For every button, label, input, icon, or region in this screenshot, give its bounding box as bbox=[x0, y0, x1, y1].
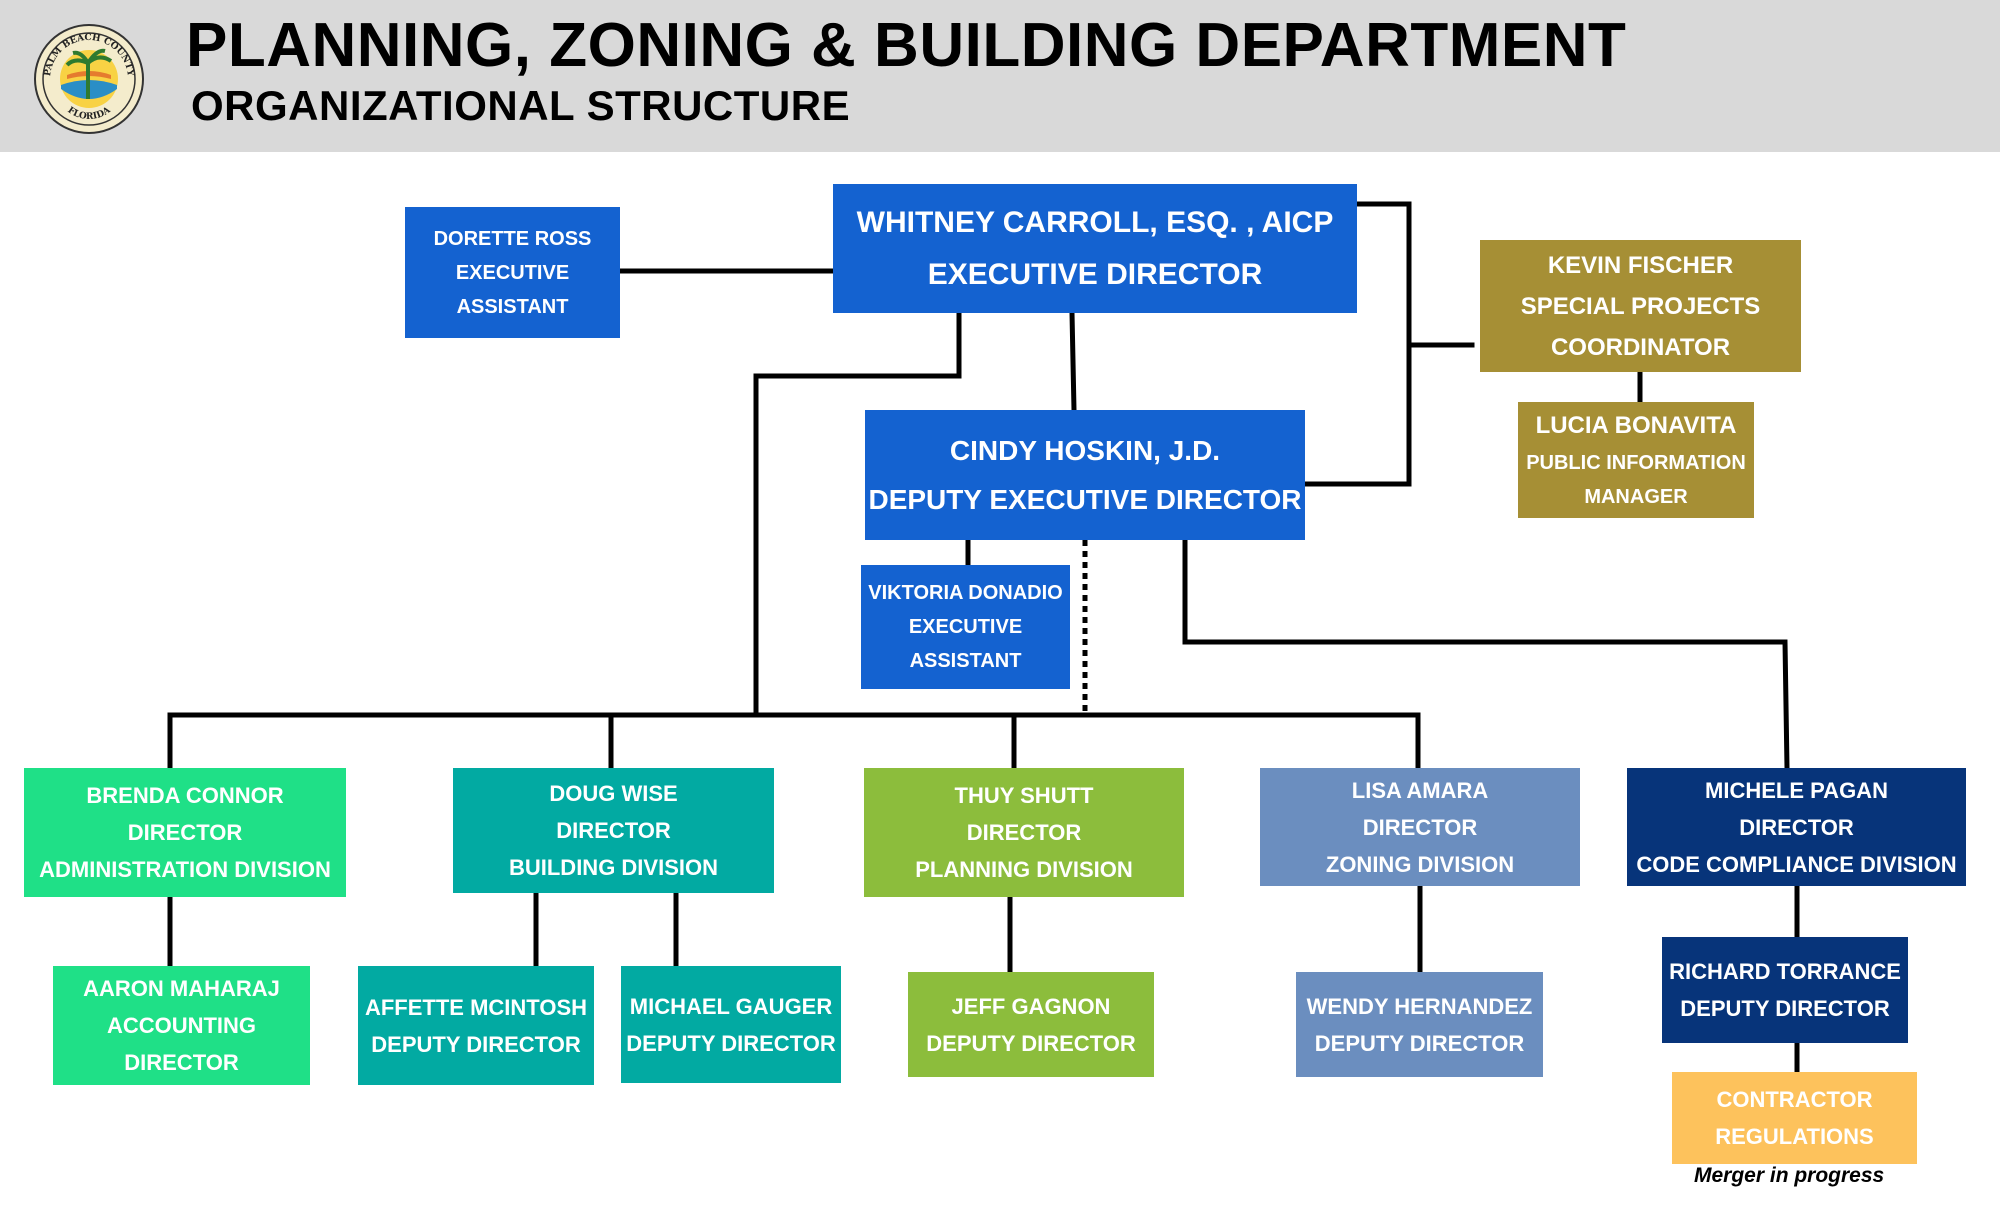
connor-title: DIRECTOR bbox=[127, 820, 243, 845]
fischer-title-1: SPECIAL PROJECTS bbox=[1520, 292, 1761, 320]
planning-deputy-box: JEFF GAGNON DEPUTY DIRECTOR bbox=[908, 972, 1154, 1077]
wise-name: DOUG WISE bbox=[549, 781, 678, 806]
ross-title-2: ASSISTANT bbox=[456, 295, 569, 318]
building-deputy-gauger-box: MICHAEL GAUGER DEPUTY DIRECTOR bbox=[621, 966, 841, 1083]
mcintosh-name: AFFETTE MCINTOSH bbox=[364, 994, 588, 1020]
accounting-box: AARON MAHARAJ ACCOUNTING DIRECTOR bbox=[53, 966, 310, 1085]
contractor-line-1: CONTRACTOR bbox=[1716, 1087, 1873, 1112]
code-compliance-division-box: MICHELE PAGAN DIRECTOR CODE COMPLIANCE D… bbox=[1627, 768, 1966, 886]
shutt-title: DIRECTOR bbox=[966, 820, 1082, 845]
shutt-name: THUY SHUTT bbox=[954, 783, 1094, 808]
pagan-title: DIRECTOR bbox=[1739, 814, 1854, 840]
gagnon-title: DEPUTY DIRECTOR bbox=[926, 1030, 1136, 1056]
maharaj-unit: ACCOUNTING bbox=[106, 1013, 257, 1038]
zoning-deputy-box: WENDY HERNANDEZ DEPUTY DIRECTOR bbox=[1296, 972, 1543, 1077]
bonavita-title-1: PUBLIC INFORMATION bbox=[1526, 452, 1746, 474]
gauger-title: DEPUTY DIRECTOR bbox=[626, 1030, 836, 1056]
executive-assistant-donadio-box: VIKTORIA DONADIO EXECUTIVE ASSISTANT bbox=[861, 565, 1070, 689]
ross-name: DORETTE ROSS bbox=[433, 227, 592, 250]
mcintosh-title: DEPUTY DIRECTOR bbox=[371, 1031, 581, 1057]
gauger-name: MICHAEL GAUGER bbox=[629, 993, 833, 1019]
torrance-title: DEPUTY DIRECTOR bbox=[1680, 996, 1890, 1021]
merger-note: Merger in progress bbox=[1694, 1164, 1885, 1187]
administration-division-box: BRENDA CONNOR DIRECTOR ADMINISTRATION DI… bbox=[24, 768, 346, 897]
hernandez-name: WENDY HERNANDEZ bbox=[1306, 993, 1533, 1019]
amara-division: ZONING DIVISION bbox=[1325, 851, 1515, 877]
connector-code-compliance bbox=[1182, 537, 1790, 771]
header-bar: PALM BEACH COUNTY FLORIDA PLANNING, ZONI… bbox=[0, 0, 2000, 152]
wise-title: DIRECTOR bbox=[556, 818, 671, 843]
donadio-title-2: ASSISTANT bbox=[909, 650, 1022, 672]
gagnon-name: JEFF GAGNON bbox=[951, 993, 1111, 1019]
public-information-box: LUCIA BONAVITA PUBLIC INFORMATION MANAGE… bbox=[1518, 402, 1754, 518]
amara-title: DIRECTOR bbox=[1362, 814, 1478, 840]
connector-main-trunk bbox=[753, 310, 962, 718]
deputy-executive-director-box: CINDY HOSKIN, J.D. DEPUTY EXECUTIVE DIRE… bbox=[865, 410, 1305, 540]
maharaj-title: DIRECTOR bbox=[124, 1050, 239, 1075]
connor-division: ADMINISTRATION DIVISION bbox=[39, 857, 331, 882]
maharaj-name: AARON MAHARAJ bbox=[83, 976, 280, 1001]
connector-deputy bbox=[1069, 310, 1077, 413]
contractor-regulations-box: CONTRACTOR REGULATIONS bbox=[1672, 1072, 1917, 1164]
hoskin-title: DEPUTY EXECUTIVE DIRECTOR bbox=[868, 484, 1302, 515]
code-deputy-box: RICHARD TORRANCE DEPUTY DIRECTOR bbox=[1662, 937, 1908, 1043]
bonavita-title-2: MANAGER bbox=[1584, 486, 1688, 508]
fischer-name: KEVIN FISCHER bbox=[1547, 251, 1734, 279]
fischer-title-2: COORDINATOR bbox=[1550, 333, 1731, 361]
shutt-division: PLANNING DIVISION bbox=[915, 857, 1133, 882]
hoskin-name: CINDY HOSKIN, J.D. bbox=[949, 435, 1221, 466]
donadio-name: VIKTORIA DONADIO bbox=[868, 582, 1063, 604]
connor-name: BRENDA CONNOR bbox=[86, 783, 284, 808]
executive-director-title: EXECUTIVE DIRECTOR bbox=[927, 257, 1263, 291]
donadio-title-1: EXECUTIVE bbox=[908, 616, 1023, 638]
executive-assistant-ross-box: DORETTE ROSS EXECUTIVE ASSISTANT bbox=[405, 207, 620, 338]
palm-beach-county-seal-icon: PALM BEACH COUNTY FLORIDA bbox=[34, 24, 144, 134]
bonavita-name: LUCIA BONAVITA bbox=[1535, 412, 1737, 439]
executive-director-box: WHITNEY CARROLL, ESQ. , AICP EXECUTIVE D… bbox=[833, 184, 1357, 313]
torrance-name: RICHARD TORRANCE bbox=[1669, 959, 1901, 984]
zoning-division-box: LISA AMARA DIRECTOR ZONING DIVISION bbox=[1260, 768, 1580, 886]
page-title: PLANNING, ZONING & BUILDING DEPARTMENT bbox=[186, 11, 1627, 80]
building-deputy-mcintosh-box: AFFETTE MCINTOSH DEPUTY DIRECTOR bbox=[358, 966, 594, 1085]
executive-director-name: WHITNEY CARROLL, ESQ. , AICP bbox=[856, 205, 1334, 239]
ross-title-1: EXECUTIVE bbox=[455, 261, 570, 284]
special-projects-box: KEVIN FISCHER SPECIAL PROJECTS COORDINAT… bbox=[1480, 240, 1801, 372]
wise-division: BUILDING DIVISION bbox=[508, 855, 718, 880]
amara-name: LISA AMARA bbox=[1351, 777, 1489, 803]
pagan-name: MICHELE PAGAN bbox=[1705, 777, 1888, 803]
page-subtitle: ORGANIZATIONAL STRUCTURE bbox=[191, 82, 851, 129]
contractor-line-2: REGULATIONS bbox=[1715, 1124, 1874, 1149]
planning-division-box: THUY SHUTT DIRECTOR PLANNING DIVISION bbox=[864, 768, 1184, 897]
pagan-division: CODE COMPLIANCE DIVISION bbox=[1636, 851, 1957, 877]
building-division-box: DOUG WISE DIRECTOR BUILDING DIVISION bbox=[453, 768, 774, 893]
hernandez-title: DEPUTY DIRECTOR bbox=[1314, 1030, 1525, 1056]
